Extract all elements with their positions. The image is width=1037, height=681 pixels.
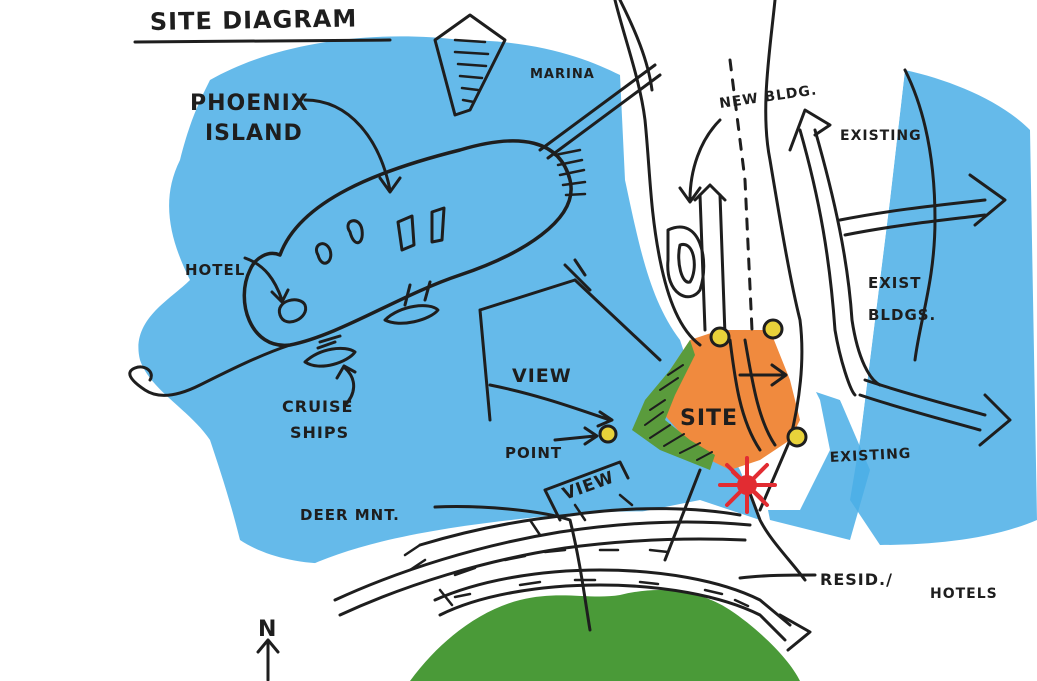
label-resid: RESID./ bbox=[820, 570, 893, 589]
node-point bbox=[600, 426, 616, 442]
label-island: ISLAND bbox=[205, 121, 303, 146]
label-phoenix: PHOENIX bbox=[190, 91, 309, 116]
new-bldg-oval bbox=[668, 227, 704, 297]
label-hotel: HOTEL bbox=[185, 261, 245, 279]
north-arrow bbox=[258, 640, 278, 680]
label-existing-top: EXISTING bbox=[840, 128, 922, 144]
label-hotels: HOTELS bbox=[930, 586, 998, 602]
label-ships: SHIPS bbox=[290, 423, 349, 442]
title-underline bbox=[135, 40, 390, 42]
red-starburst bbox=[720, 458, 775, 512]
node-1 bbox=[711, 328, 729, 346]
new-bldg-inner bbox=[679, 244, 695, 282]
label-view-upper: VIEW bbox=[512, 365, 572, 387]
node-2 bbox=[764, 320, 782, 338]
title-text: SITE DIAGRAM bbox=[150, 4, 358, 36]
label-marina: MARINA bbox=[530, 67, 595, 82]
label-exist: EXIST bbox=[868, 274, 921, 292]
label-north: N bbox=[258, 617, 277, 642]
label-point: POINT bbox=[505, 444, 562, 462]
label-cruise: CRUISE bbox=[282, 397, 353, 416]
label-deer-mnt: DEER MNT. bbox=[300, 506, 400, 524]
node-3 bbox=[788, 428, 806, 446]
label-bldgs: BLDGS. bbox=[868, 306, 936, 324]
label-site: SITE bbox=[680, 406, 738, 431]
